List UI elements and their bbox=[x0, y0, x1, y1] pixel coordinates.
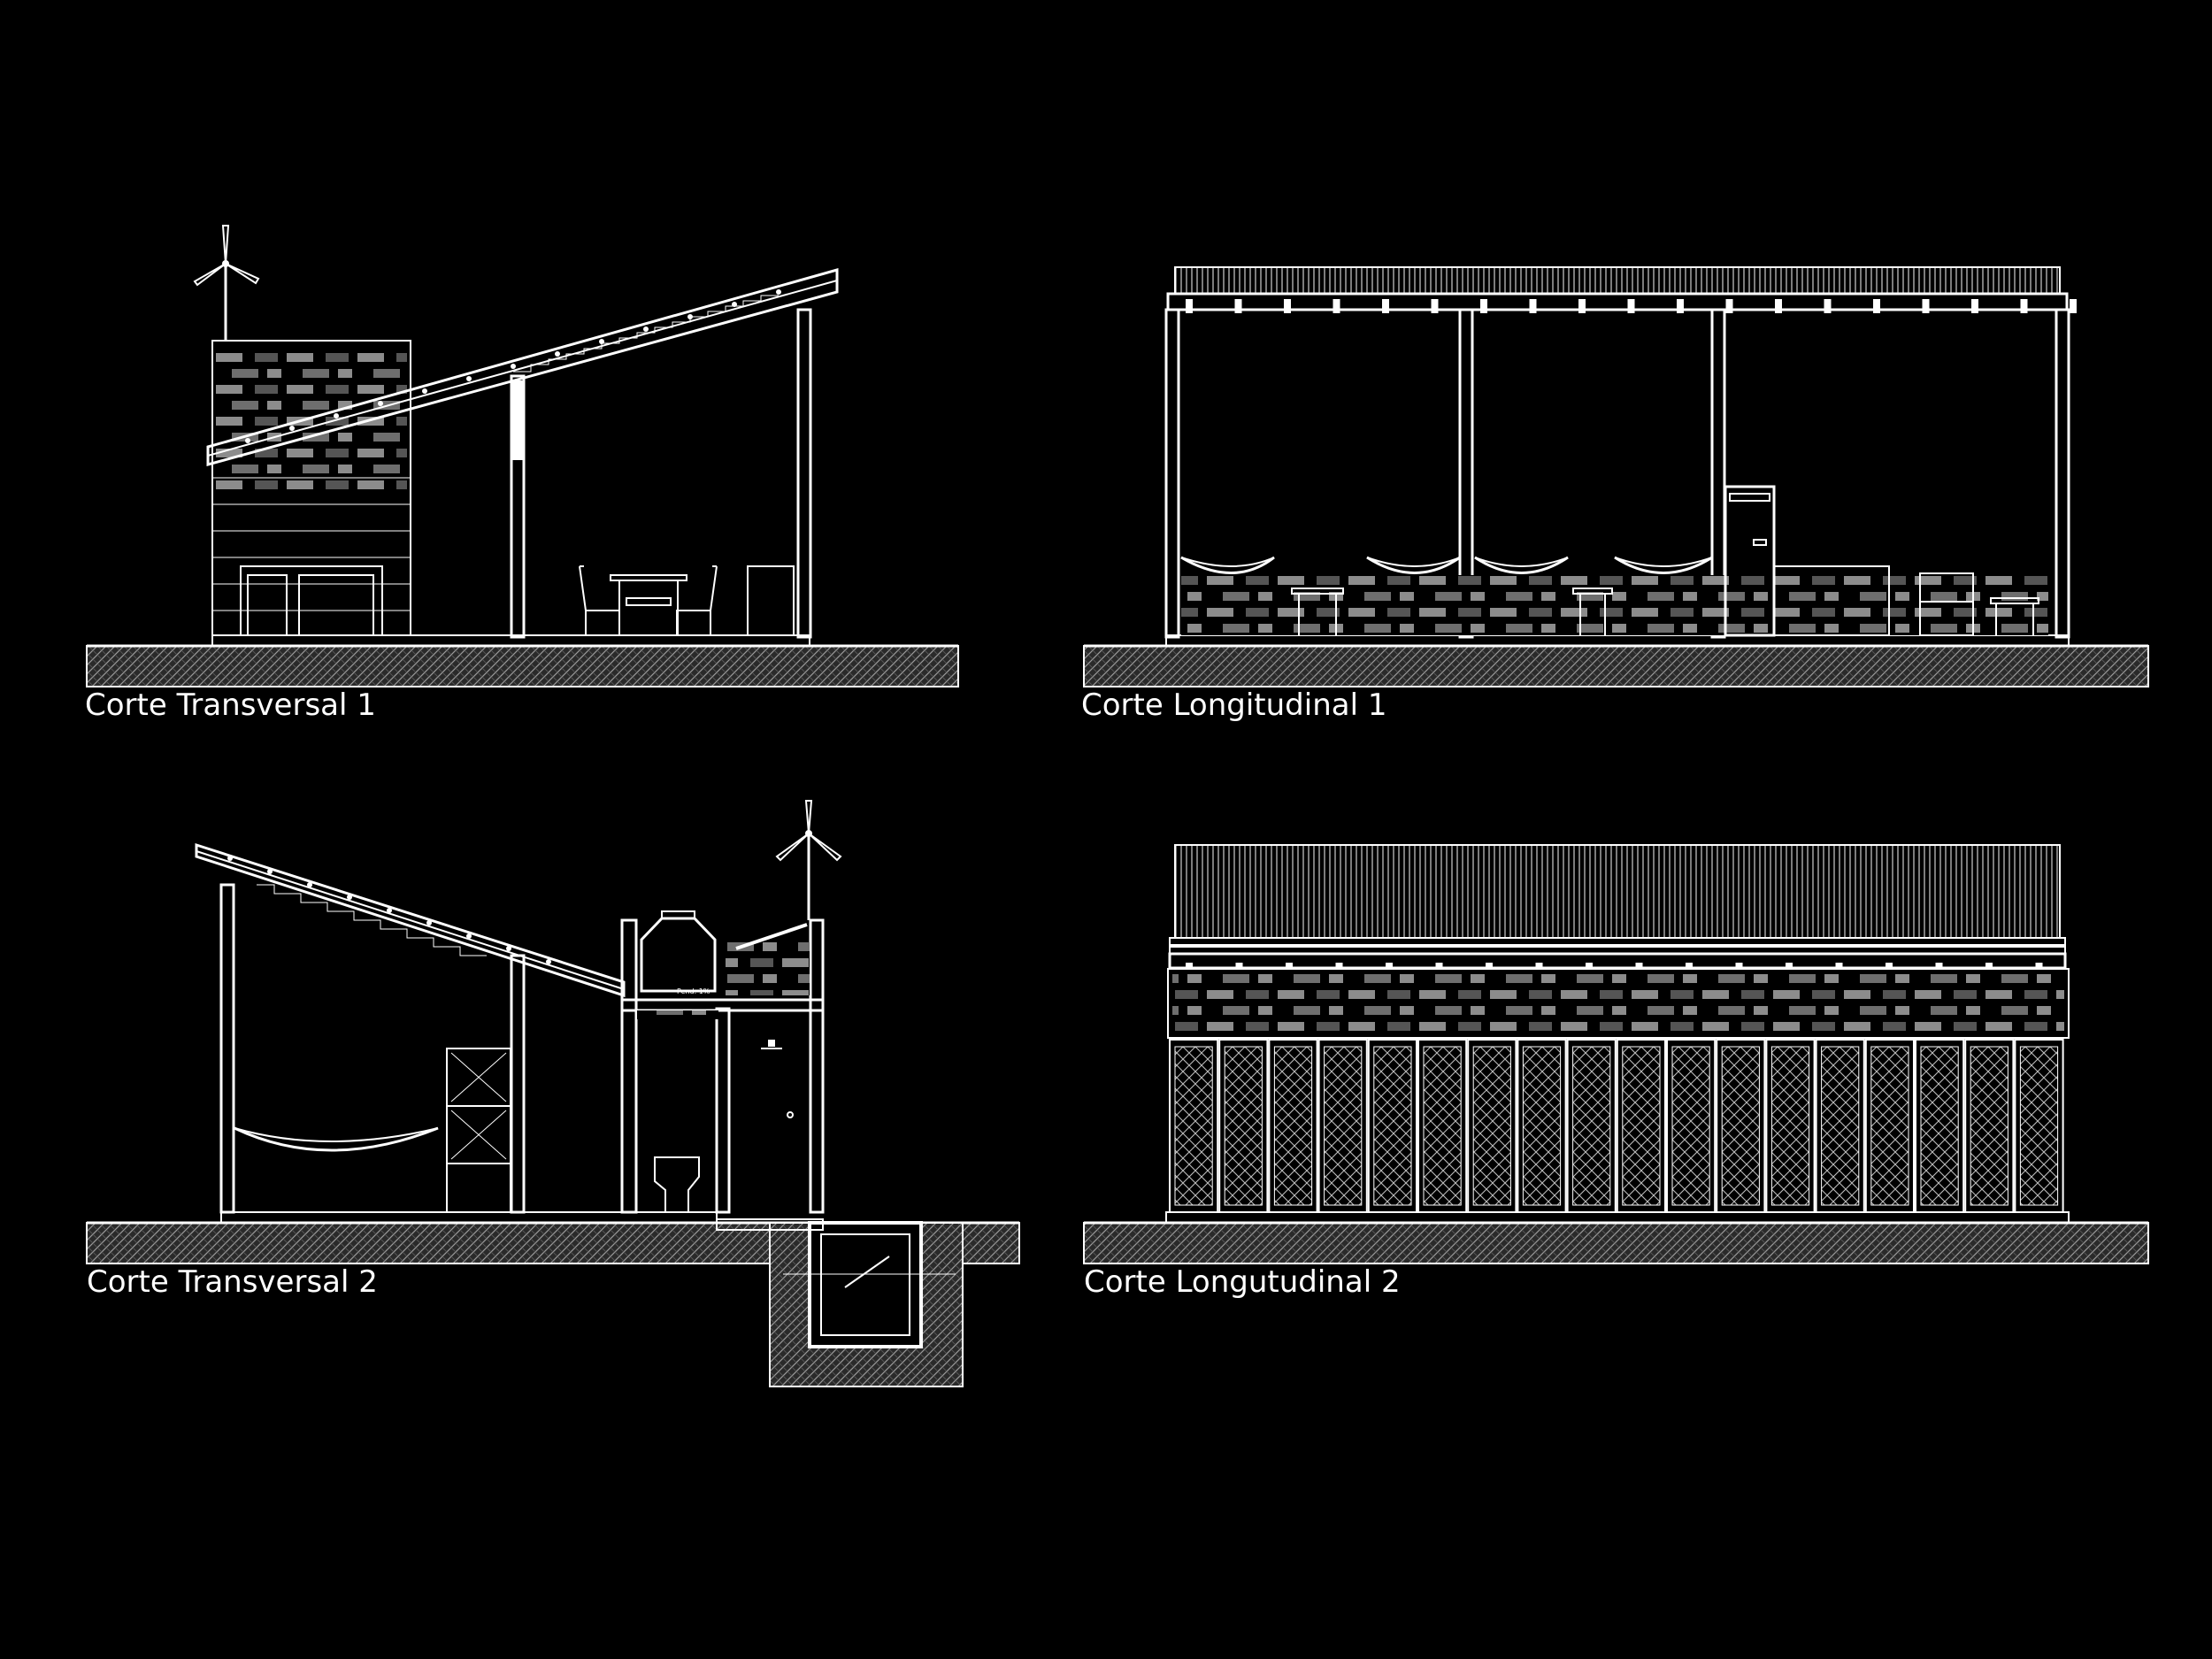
wind-turbine-icon bbox=[193, 225, 260, 341]
lattice-panel-infill bbox=[1174, 1046, 1213, 1206]
sloped-roof bbox=[195, 842, 626, 998]
lattice-panel-infill bbox=[1324, 1046, 1363, 1206]
ground-hatch bbox=[1083, 645, 2149, 687]
beam-end bbox=[1480, 299, 1487, 313]
ground-hatch bbox=[1083, 1222, 2149, 1264]
section-transversal-1: Corte Transversal 1 bbox=[85, 225, 959, 723]
lattice-panel-infill bbox=[1920, 1046, 1959, 1206]
lattice-panel-infill bbox=[2019, 1046, 2059, 1206]
beam-end bbox=[1627, 299, 1635, 313]
beam-end bbox=[1677, 299, 1684, 313]
lattice-panel-infill bbox=[1472, 1046, 1511, 1206]
table-and-chairs bbox=[579, 565, 795, 636]
lattice-panel-infill bbox=[1522, 1046, 1562, 1206]
hammock-icons bbox=[1180, 556, 1713, 574]
beam-end bbox=[1529, 299, 1537, 313]
lattice-panels bbox=[1169, 1039, 2064, 1213]
lattice-panel-infill bbox=[1970, 1046, 2008, 1206]
lattice-panel-infill bbox=[1671, 1046, 1710, 1206]
lattice-panel-infill bbox=[1224, 1046, 1263, 1206]
lattice-panel-infill bbox=[1870, 1046, 1909, 1206]
lattice-panel-infill bbox=[1423, 1046, 1462, 1206]
beam-end bbox=[1382, 299, 1389, 313]
lattice-panel-infill bbox=[1373, 1046, 1412, 1206]
bathroom-block: Pend. 1% bbox=[620, 800, 842, 1214]
lattice-panel-infill bbox=[1273, 1046, 1313, 1206]
lattice-panel-infill bbox=[1721, 1046, 1760, 1206]
label-corte-longitudinal-1: Corte Longitudinal 1 bbox=[1081, 687, 1386, 723]
beam-end bbox=[1824, 299, 1832, 313]
beam-end bbox=[1922, 299, 1930, 313]
section-longitudinal-2: Corte Longutudinal 2 bbox=[1083, 844, 2149, 1300]
beam-end bbox=[1873, 299, 1880, 313]
beam-end bbox=[1333, 299, 1340, 313]
septic-tank bbox=[769, 1221, 964, 1387]
beam-end bbox=[1775, 299, 1782, 313]
section-longitudinal-1: Corte Longitudinal 1 bbox=[1081, 266, 2149, 723]
beam-end bbox=[1431, 299, 1439, 313]
lattice-panel-infill bbox=[1770, 1046, 1810, 1206]
sloped-roof bbox=[206, 268, 839, 466]
beam-end bbox=[1971, 299, 1978, 313]
label-corte-longitudinal-2: Corte Longutudinal 2 bbox=[1084, 1264, 1401, 1300]
beam-end bbox=[1578, 299, 1586, 313]
section-transversal-2: Pend. 1% Corte Transversal 2 bbox=[86, 800, 1020, 1387]
beam-end bbox=[1725, 299, 1733, 313]
brick-tower bbox=[211, 340, 411, 636]
lattice-panel-infill bbox=[1572, 1046, 1611, 1206]
lattice-panel-infill bbox=[1821, 1046, 1860, 1206]
beam-end bbox=[1284, 299, 1291, 313]
beam-end bbox=[1186, 299, 1193, 313]
beam-end bbox=[2070, 299, 2077, 313]
label-corte-transversal-2: Corte Transversal 2 bbox=[87, 1264, 378, 1300]
lattice-panel-infill bbox=[1622, 1046, 1661, 1206]
beam-end bbox=[1234, 299, 1242, 313]
ground-hatch bbox=[86, 645, 959, 687]
beam-end bbox=[2020, 299, 2028, 313]
tank-slope-note: Pend. 1% bbox=[677, 987, 710, 995]
label-corte-transversal-1: Corte Transversal 1 bbox=[85, 687, 376, 723]
